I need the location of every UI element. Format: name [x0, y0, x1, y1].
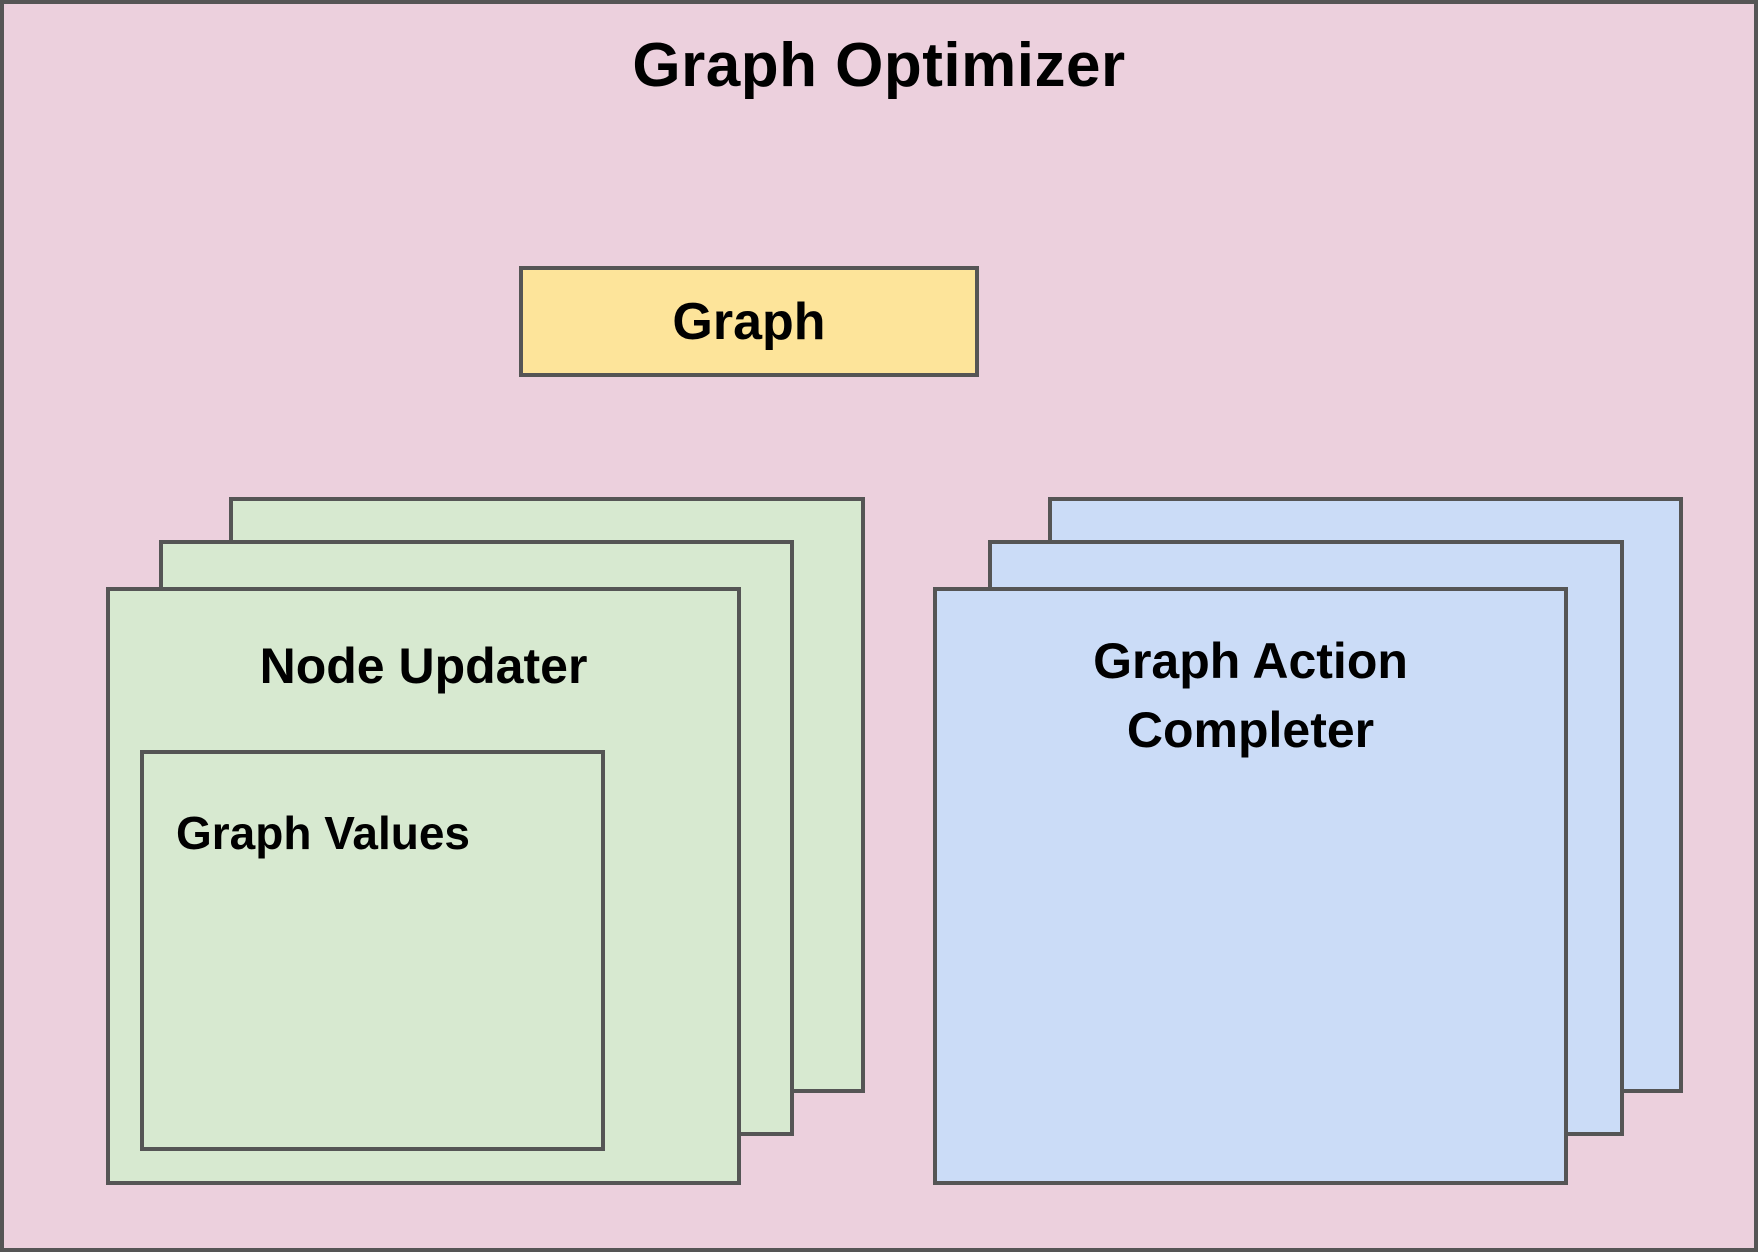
graph-action-completer-label-line-2: Completer — [1126, 702, 1375, 758]
graph-box-label: Graph — [672, 292, 826, 351]
graph-box: Graph — [519, 266, 979, 377]
graph-action-completer-label: Graph Action Completer — [937, 627, 1564, 765]
graph-values-box: Graph Values — [140, 750, 605, 1151]
graph-values-label: Graph Values — [176, 807, 471, 859]
graph-action-completer-label-line-1: Graph Action — [1093, 633, 1408, 689]
graph-action-completer-box: Graph Action Completer — [933, 587, 1568, 1185]
node-updater-label: Node Updater — [259, 638, 588, 694]
page-title: Graph Optimizer — [632, 31, 1126, 100]
